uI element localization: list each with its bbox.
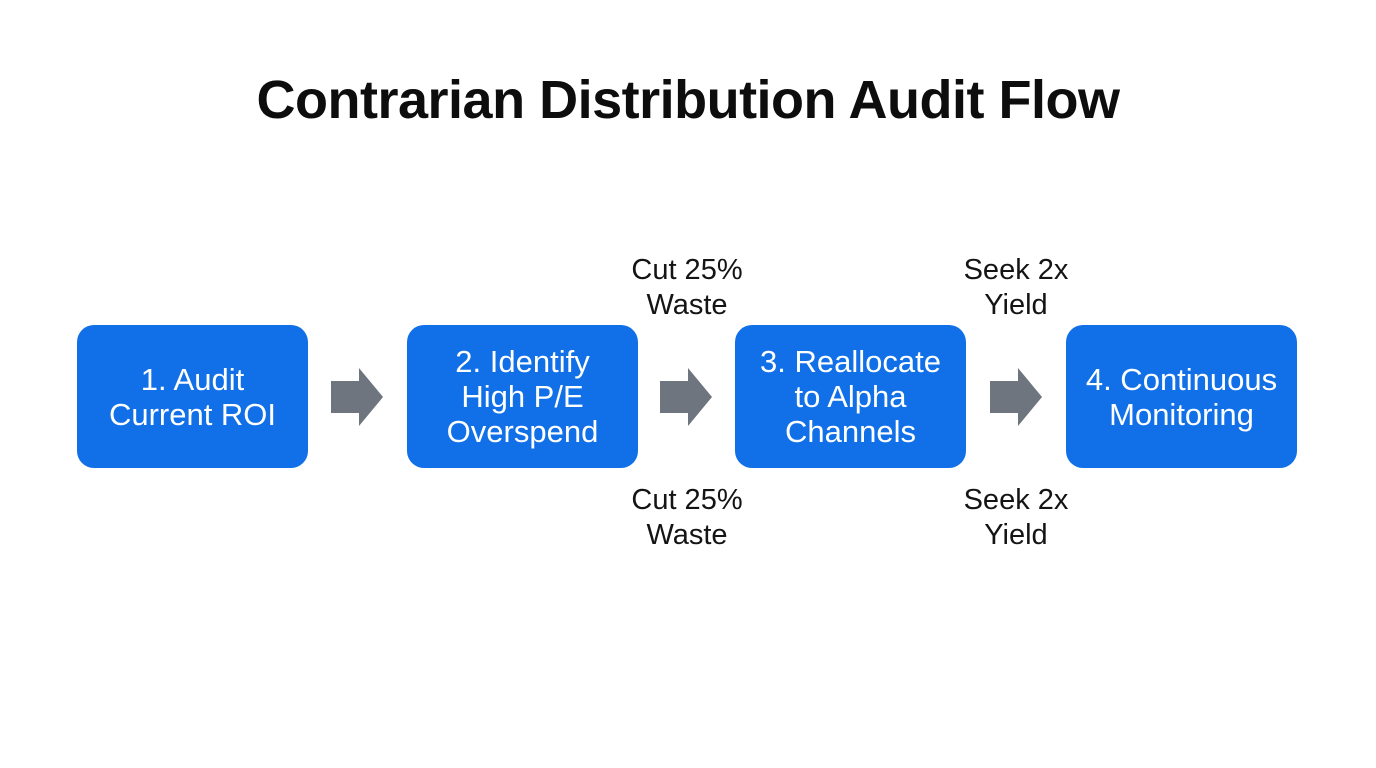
connector-label-below-arrow-3: Seek 2x Yield xyxy=(963,484,1069,551)
right-arrow-icon xyxy=(660,368,712,426)
right-arrow-icon xyxy=(331,368,383,426)
right-arrow-icon xyxy=(990,368,1042,426)
step-label-4: 4. Continuous Monitoring xyxy=(1085,361,1278,432)
connector-label-above-arrow-2: Cut 25% Waste xyxy=(631,254,743,321)
step-box-3: 3. Reallocate to Alpha Channels xyxy=(735,325,966,468)
step-box-1: 1. Audit Current ROI xyxy=(77,325,308,468)
step-box-2: 2. Identify High P/E Overspend xyxy=(407,325,638,468)
connector-label-below-arrow-2: Cut 25% Waste xyxy=(631,484,743,551)
diagram-title: Contrarian Distribution Audit Flow xyxy=(256,70,1120,130)
step-label-1: 1. Audit Current ROI xyxy=(108,361,277,432)
step-label-3: 3. Reallocate to Alpha Channels xyxy=(760,344,941,449)
step-box-4: 4. Continuous Monitoring xyxy=(1066,325,1297,468)
connector-label-above-arrow-3: Seek 2x Yield xyxy=(963,254,1069,321)
step-label-2: 2. Identify High P/E Overspend xyxy=(446,344,599,449)
